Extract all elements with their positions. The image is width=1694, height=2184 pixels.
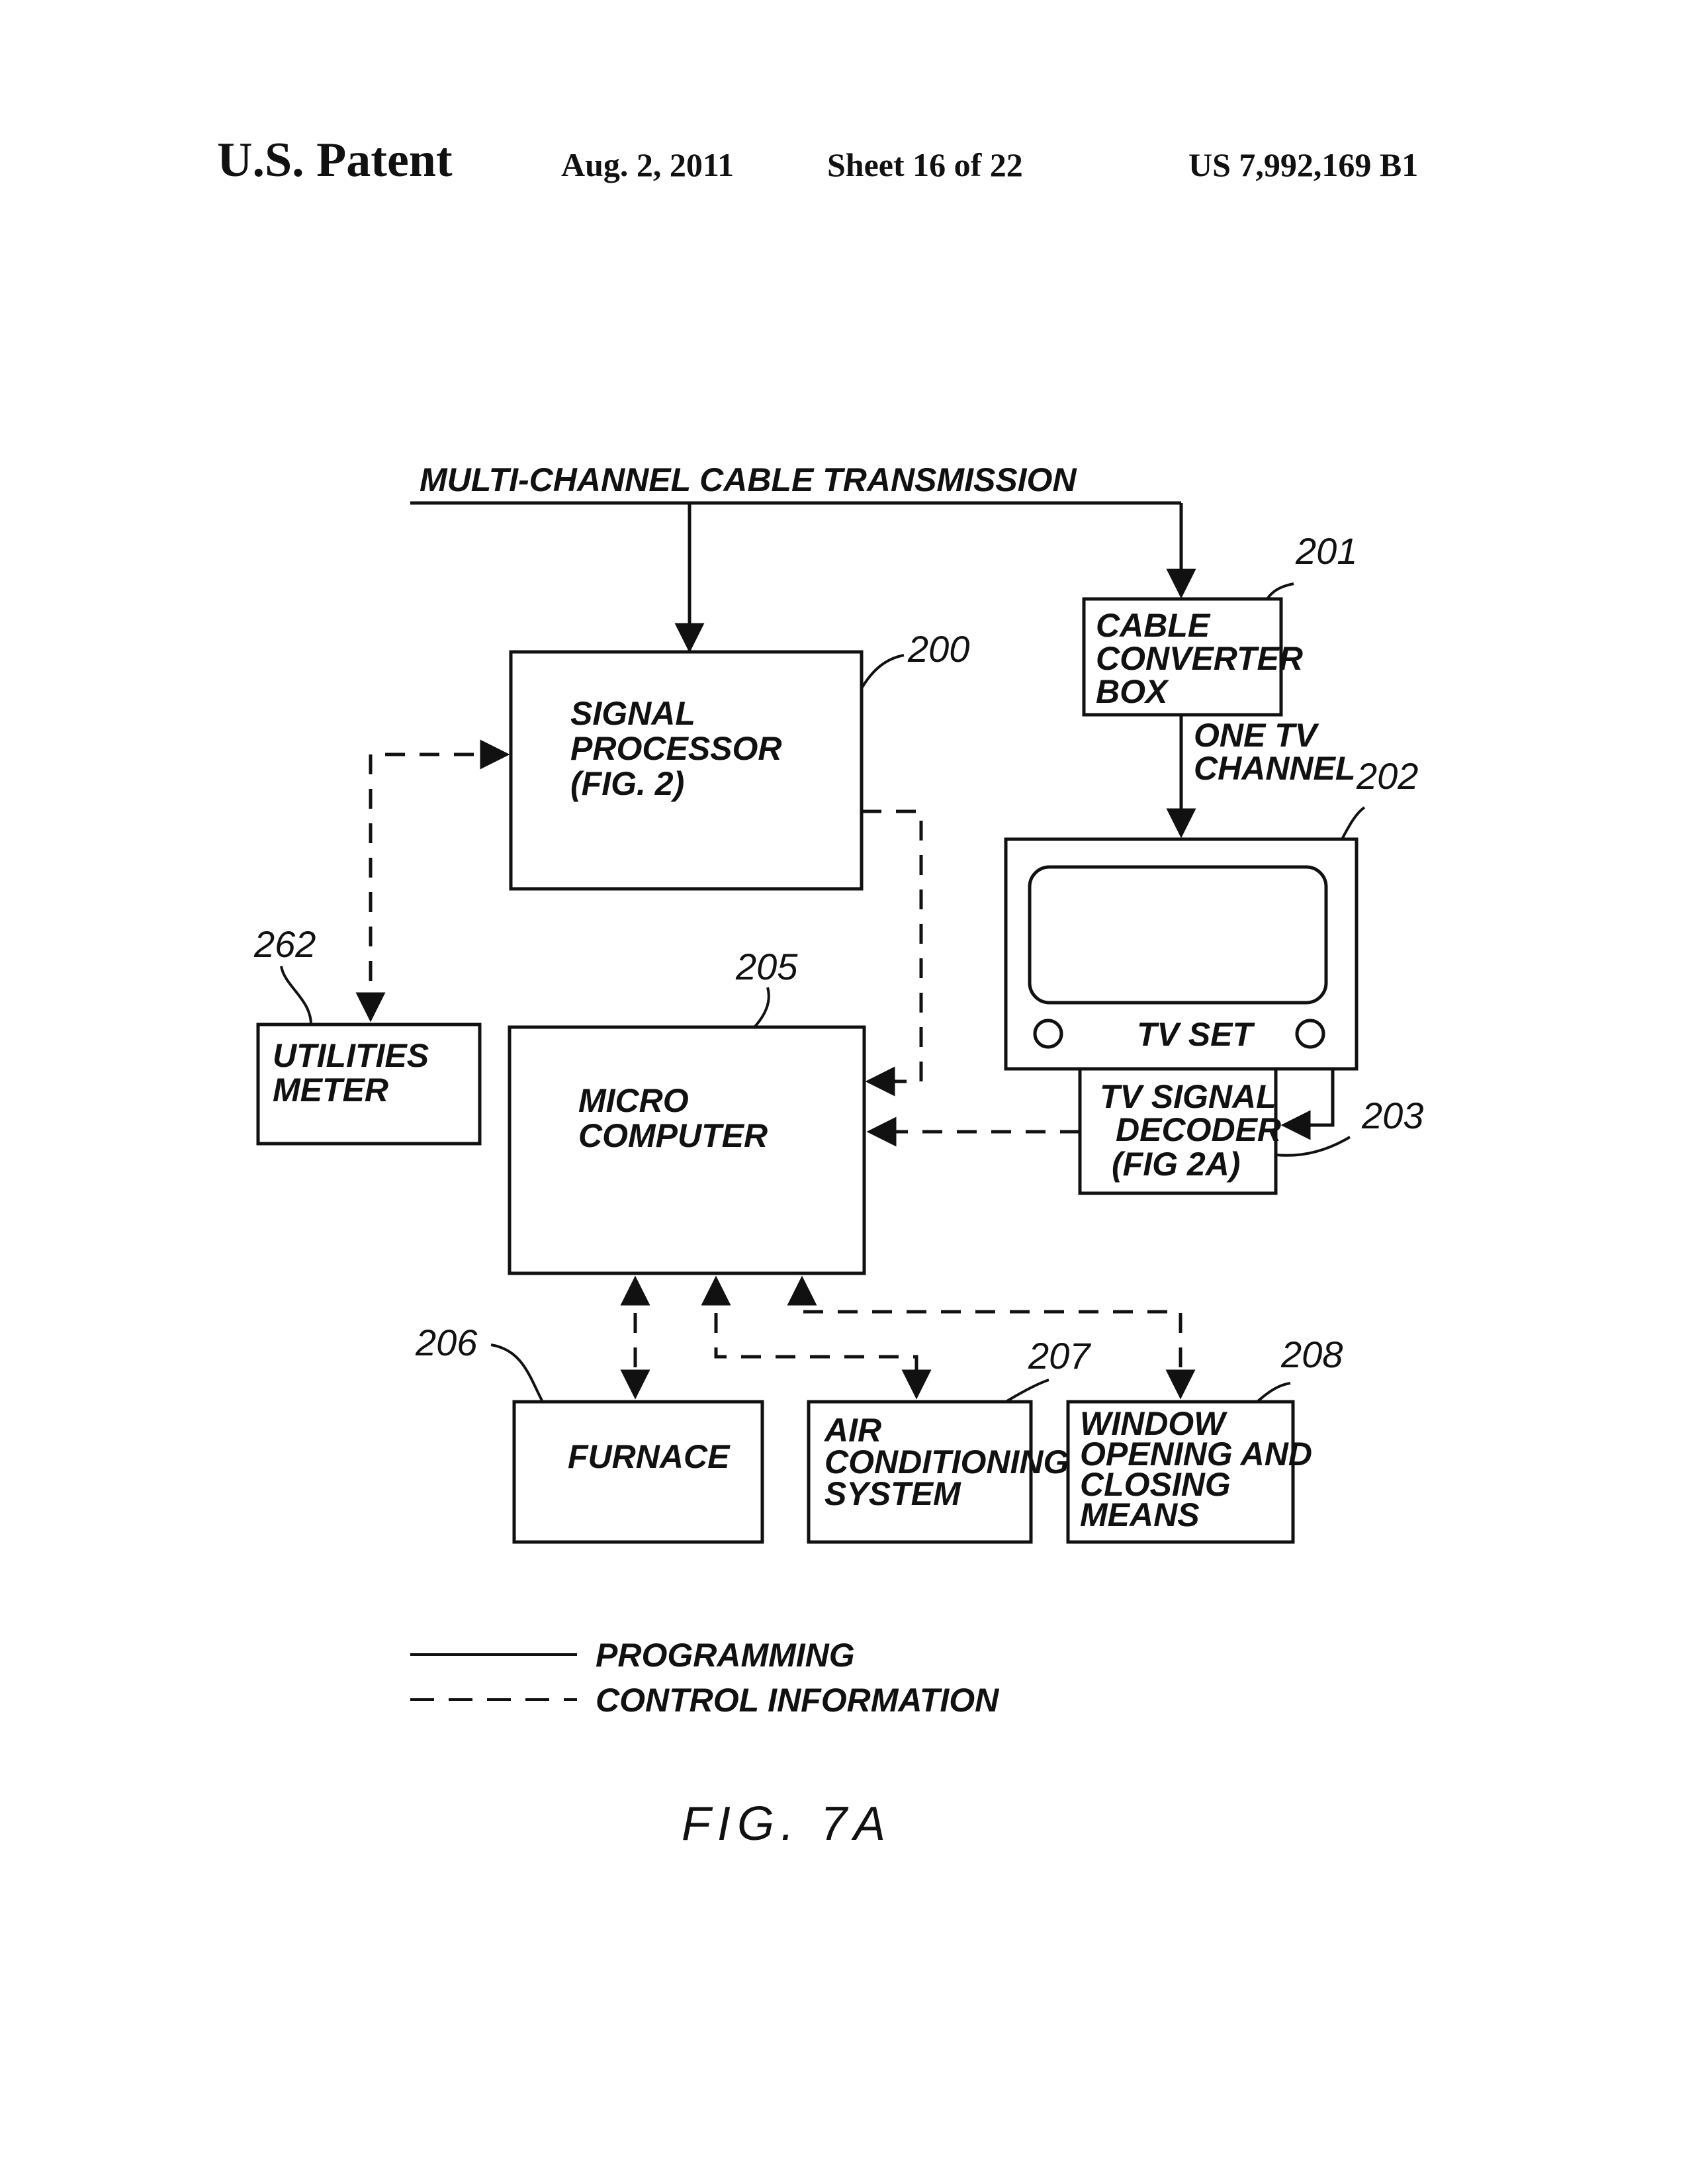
signal-processor-line-2: PROCESSOR xyxy=(570,730,782,767)
tv-knob-left xyxy=(1033,1019,1063,1049)
leader-203 xyxy=(1275,1136,1351,1157)
leader-206 xyxy=(490,1343,544,1402)
patent-number: US 7,992,169 B1 xyxy=(1188,146,1419,183)
tv-decoder-labels: TV SIGNAL DECODER (FIG 2A) xyxy=(1100,1078,1281,1183)
leader-205 xyxy=(753,987,770,1028)
leader-202 xyxy=(1341,806,1366,840)
air-conditioning-line-3: SYSTEM xyxy=(825,1475,961,1512)
micro-computer-labels: MICRO COMPUTER xyxy=(578,1082,768,1154)
micro-computer-box xyxy=(508,1025,866,1275)
tv-screen xyxy=(1028,865,1328,1005)
dash-micro-window xyxy=(787,1275,1196,1400)
leader-207 xyxy=(1004,1379,1049,1403)
window-means-line-2: OPENING AND xyxy=(1080,1435,1312,1473)
window-means-line-1: WINDOW xyxy=(1080,1405,1227,1442)
patent-title: U.S. Patent xyxy=(217,133,453,187)
cable-box-box xyxy=(1082,597,1283,717)
figure-caption: FIG. 7A xyxy=(682,1797,892,1850)
window-means-labels: WINDOW OPENING AND CLOSING MEANS xyxy=(1080,1405,1312,1533)
furnace-box xyxy=(512,1400,764,1544)
ref-203: 203 xyxy=(1361,1095,1423,1136)
tv-set-label: TV SET xyxy=(1137,1016,1255,1053)
micro-computer-line-2: COMPUTER xyxy=(578,1117,768,1154)
legend-dashed-label: CONTROL INFORMATION xyxy=(596,1682,999,1719)
utilities-meter-labels: UTILITIES METER xyxy=(273,1037,429,1109)
signal-processor-labels: SIGNAL PROCESSOR (FIG. 2) xyxy=(570,695,782,802)
air-conditioning-line-2: CONDITIONING xyxy=(825,1443,1069,1480)
cable-box-line-2: CONVERTER xyxy=(1096,640,1303,677)
ref-208: 208 xyxy=(1280,1334,1343,1375)
air-conditioning-box xyxy=(807,1400,1033,1544)
leader-200 xyxy=(860,654,905,690)
ref-207: 207 xyxy=(1028,1335,1091,1377)
signal-processor-box xyxy=(509,650,864,891)
leader-201 xyxy=(1266,582,1294,600)
ref-201: 201 xyxy=(1295,530,1357,572)
leader-262 xyxy=(280,966,312,1025)
ref-262: 262 xyxy=(253,923,316,965)
source-label: MULTI-CHANNEL CABLE TRANSMISSION xyxy=(420,461,1077,498)
window-means-line-4: MEANS xyxy=(1080,1496,1200,1533)
cable-box-labels: CABLE CONVERTER BOX xyxy=(1096,607,1303,710)
channel-label-line-1: ONE TV xyxy=(1194,717,1319,754)
utilities-meter-line-2: METER xyxy=(273,1071,388,1109)
window-means-box xyxy=(1066,1400,1295,1544)
ref-205: 205 xyxy=(735,946,798,987)
furnace-label: FURNACE xyxy=(568,1438,731,1475)
micro-computer-line-1: MICRO xyxy=(578,1082,689,1119)
tv-decoder-line-3: (FIG 2A) xyxy=(1112,1146,1240,1183)
window-means-line-3: CLOSING xyxy=(1080,1466,1231,1503)
air-conditioning-labels: AIR CONDITIONING SYSTEM xyxy=(823,1412,1069,1512)
ref-200: 200 xyxy=(907,628,969,670)
ref-202: 202 xyxy=(1356,755,1418,797)
ref-206: 206 xyxy=(415,1322,478,1363)
tv-decoder-line-1: TV SIGNAL xyxy=(1100,1078,1276,1115)
sheet-number: Sheet 16 of 22 xyxy=(827,146,1023,183)
signal-processor-line-3: (FIG. 2) xyxy=(570,765,684,802)
tv-knob-right xyxy=(1295,1019,1325,1049)
tv-decoder-line-2: DECODER xyxy=(1116,1111,1281,1148)
utilities-meter-line-1: UTILITIES xyxy=(273,1037,429,1074)
dash-micro-ac xyxy=(701,1275,932,1400)
decoder-loop xyxy=(1280,1069,1335,1140)
dash-meter-to-processor xyxy=(369,739,510,1015)
legend-solid-label: PROGRAMMING xyxy=(596,1637,855,1674)
cable-box-line-1: CABLE xyxy=(1096,607,1211,644)
utilities-meter-box xyxy=(256,1023,482,1146)
signal-processor-line-1: SIGNAL xyxy=(570,695,695,732)
leader-208 xyxy=(1256,1382,1291,1403)
patent-date: Aug. 2, 2011 xyxy=(561,146,735,183)
air-conditioning-line-1: AIR xyxy=(823,1412,881,1449)
cable-box-line-3: BOX xyxy=(1096,673,1169,710)
dash-processor-to-micro xyxy=(862,809,923,1097)
channel-label-line-2: CHANNEL xyxy=(1194,750,1355,787)
